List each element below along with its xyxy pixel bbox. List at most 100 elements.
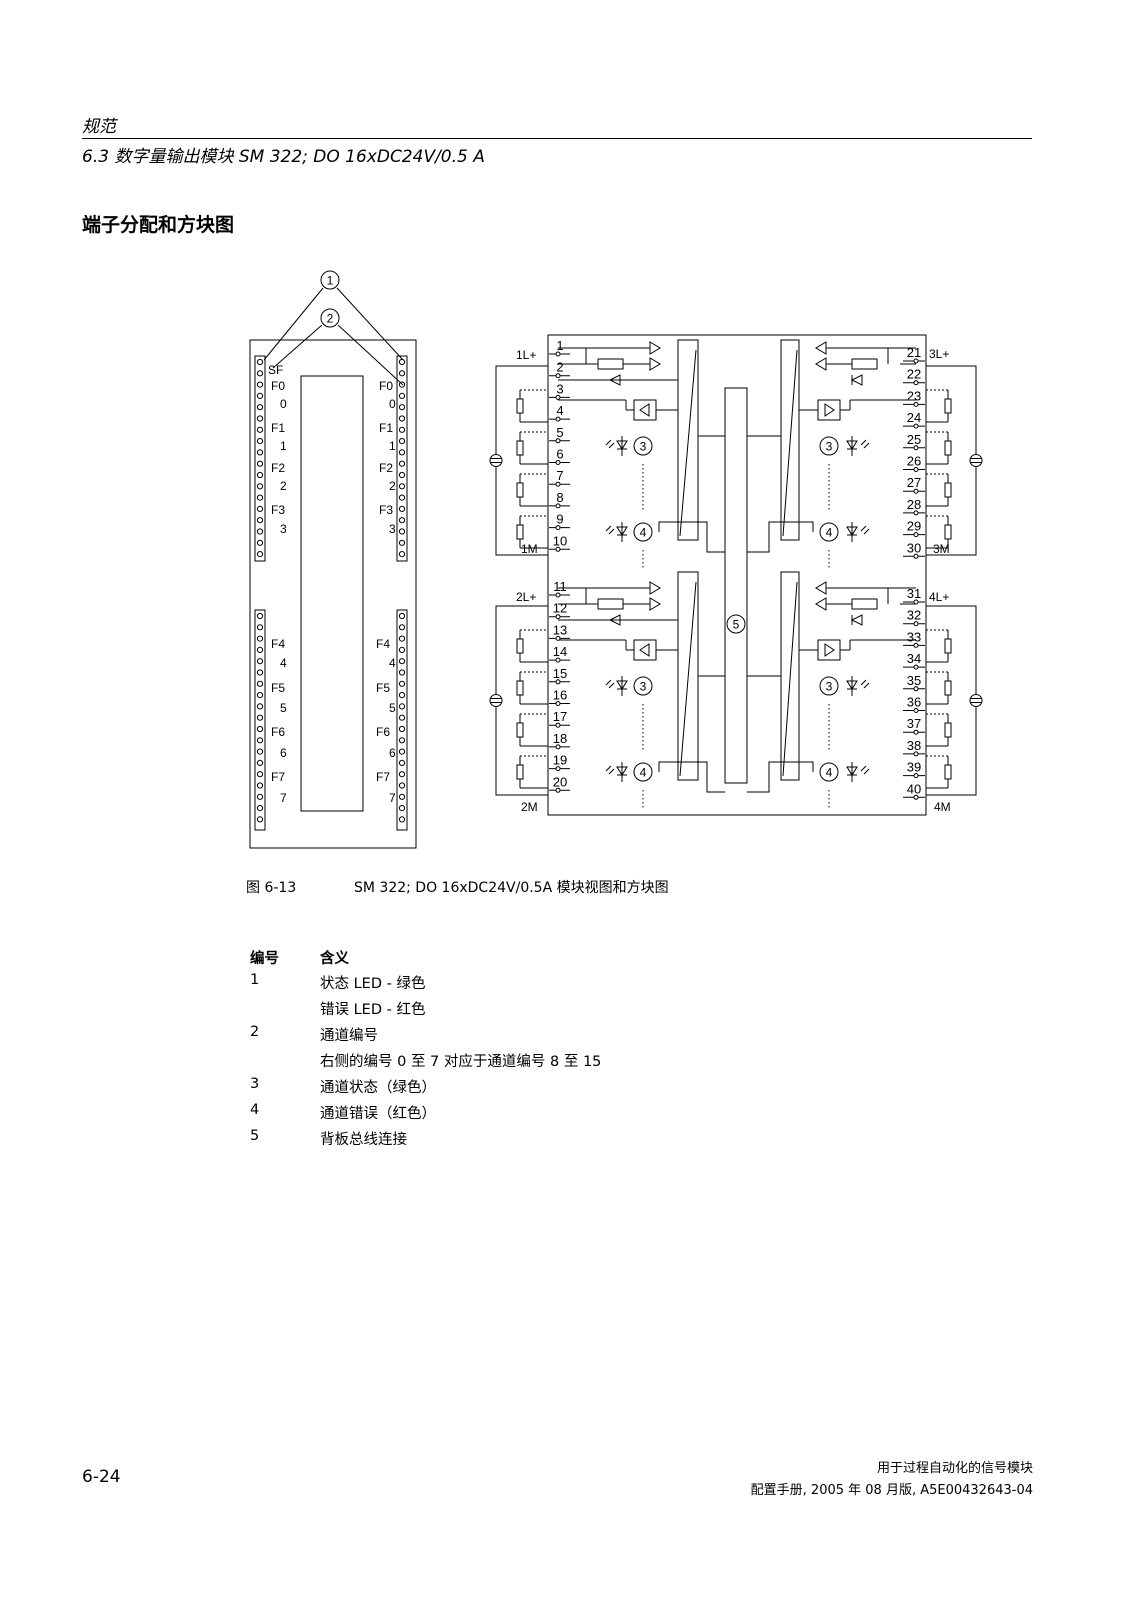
- figure-label: F7: [376, 770, 390, 784]
- callout-circle: [320, 270, 340, 290]
- callout-number: 4: [640, 766, 647, 780]
- legend-meaning: 通道状态（绿色）: [320, 1080, 436, 1096]
- terminal-number: 1: [556, 338, 563, 353]
- terminal-number: 6: [556, 447, 563, 462]
- callout-circle: [633, 676, 653, 696]
- figure-label: F0: [271, 379, 285, 393]
- figure-label: F3: [271, 503, 285, 517]
- terminal-number: 26: [907, 454, 921, 469]
- figure-label: 1: [389, 439, 396, 453]
- figure-label: 6: [389, 746, 396, 760]
- header-chapter: 规范: [82, 117, 116, 137]
- terminal-number: 10: [553, 533, 567, 548]
- terminal-number: 35: [907, 673, 921, 688]
- figure-label: 4: [389, 656, 396, 670]
- terminal-number: 19: [553, 753, 567, 768]
- footer-edition: 配置手册, 2005 年 08 月版, A5E00432643-04: [750, 1483, 1033, 1498]
- callout-circle: [726, 614, 746, 634]
- terminal-number: 16: [553, 688, 567, 703]
- figure-label: F5: [376, 681, 390, 695]
- figure-label: 1: [280, 439, 287, 453]
- legend-meaning: 通道编号: [320, 1028, 378, 1044]
- legend-number: 4: [250, 1102, 260, 1118]
- figure-label: 7: [389, 791, 396, 805]
- figure-label: F4: [271, 637, 285, 651]
- terminal-number: 13: [553, 622, 567, 637]
- terminal-number: 8: [556, 490, 563, 505]
- terminal-number: 23: [907, 388, 921, 403]
- legend-number: 2: [250, 1024, 260, 1040]
- figure-label: F0: [379, 379, 393, 393]
- legend-number: 1: [250, 972, 260, 988]
- terminal-number: 5: [556, 425, 563, 440]
- legend-meaning: 背板总线连接: [320, 1132, 407, 1148]
- figure-label: 1M: [521, 542, 538, 556]
- figure-label: F6: [376, 725, 390, 739]
- figure-label: 1L+: [516, 348, 536, 362]
- terminal-number: 36: [907, 695, 921, 710]
- figure-caption-text: SM 322; DO 16xDC24V/0.5A 模块视图和方块图: [354, 880, 669, 896]
- terminal-number: 18: [553, 731, 567, 746]
- terminal-number: 28: [907, 497, 921, 512]
- figure-label: F1: [271, 421, 285, 435]
- terminal-number: 11: [553, 579, 567, 594]
- terminal-number: 12: [553, 601, 567, 616]
- terminal-number: 40: [907, 781, 921, 796]
- callout-number: 4: [640, 526, 647, 540]
- figure-label: 5: [389, 701, 396, 715]
- wiring-figure: SFF00F11F22F33F00F11F22F33F44F55F66F77F4…: [249, 270, 983, 849]
- section-title: 端子分配和方块图: [82, 214, 235, 236]
- legend-meaning: 状态 LED - 绿色: [320, 976, 426, 992]
- callout-number: 3: [640, 680, 647, 694]
- callout-number: 5: [733, 618, 740, 632]
- figure-label: 4: [280, 656, 287, 670]
- callout-circle: [633, 762, 653, 782]
- callout-number: 2: [327, 312, 334, 326]
- terminal-number: 33: [907, 629, 921, 644]
- terminal-number: 32: [907, 608, 921, 623]
- figure-label: 5: [280, 701, 287, 715]
- legend-meaning: 右侧的编号 0 至 7 对应于通道编号 8 至 15: [320, 1054, 602, 1070]
- figure-label: SF: [268, 363, 283, 377]
- terminal-number: 31: [907, 586, 921, 601]
- terminal-number: 17: [553, 709, 567, 724]
- terminal-number: 25: [907, 432, 921, 447]
- legend-meaning: 错误 LED - 红色: [320, 1002, 426, 1018]
- callout-number: 1: [327, 274, 334, 288]
- header-section: 6.3 数字量输出模块 SM 322; DO 16xDC24V/0.5 A: [82, 147, 485, 167]
- header-rule: [82, 138, 1032, 139]
- terminal-number: 20: [553, 774, 567, 789]
- footer-title: 用于过程自动化的信号模块: [876, 1461, 1033, 1476]
- callout-circle: [633, 522, 653, 542]
- figure-label: 3: [280, 522, 287, 536]
- terminal-number: 21: [907, 345, 921, 360]
- terminal-number: 29: [907, 519, 921, 534]
- callout-number: 3: [826, 440, 833, 454]
- figure-label: F5: [271, 681, 285, 695]
- footer-page-number: 6-24: [82, 1467, 121, 1487]
- figure-caption-number: 图 6-13: [246, 880, 297, 896]
- terminal-number: 2: [556, 360, 563, 375]
- figure-label: 3L+: [929, 347, 949, 361]
- legend-number: 编号: [250, 951, 279, 967]
- legend-meaning: 含义: [320, 951, 349, 967]
- terminal-number: 22: [907, 367, 921, 382]
- callout-circle: [819, 762, 839, 782]
- figure-label: 0: [280, 397, 287, 411]
- figure-label: 2M: [521, 800, 538, 814]
- figure-label: 2L+: [516, 590, 536, 604]
- figure-label: 4L+: [929, 590, 949, 604]
- terminal-number: 30: [907, 540, 921, 555]
- figure-label: F3: [379, 503, 393, 517]
- terminal-number: 27: [907, 475, 921, 490]
- terminal-number: 4: [556, 403, 563, 418]
- terminal-number: 7: [556, 468, 563, 483]
- figure-label: 7: [280, 791, 287, 805]
- terminal-number: 37: [907, 716, 921, 731]
- legend-meaning: 通道错误（红色）: [320, 1106, 436, 1122]
- figure-label: 0: [389, 397, 396, 411]
- figure-label: 4M: [934, 800, 951, 814]
- figure-label: 3M: [933, 542, 950, 556]
- figure-label: F1: [379, 421, 393, 435]
- legend-number: 5: [250, 1128, 260, 1144]
